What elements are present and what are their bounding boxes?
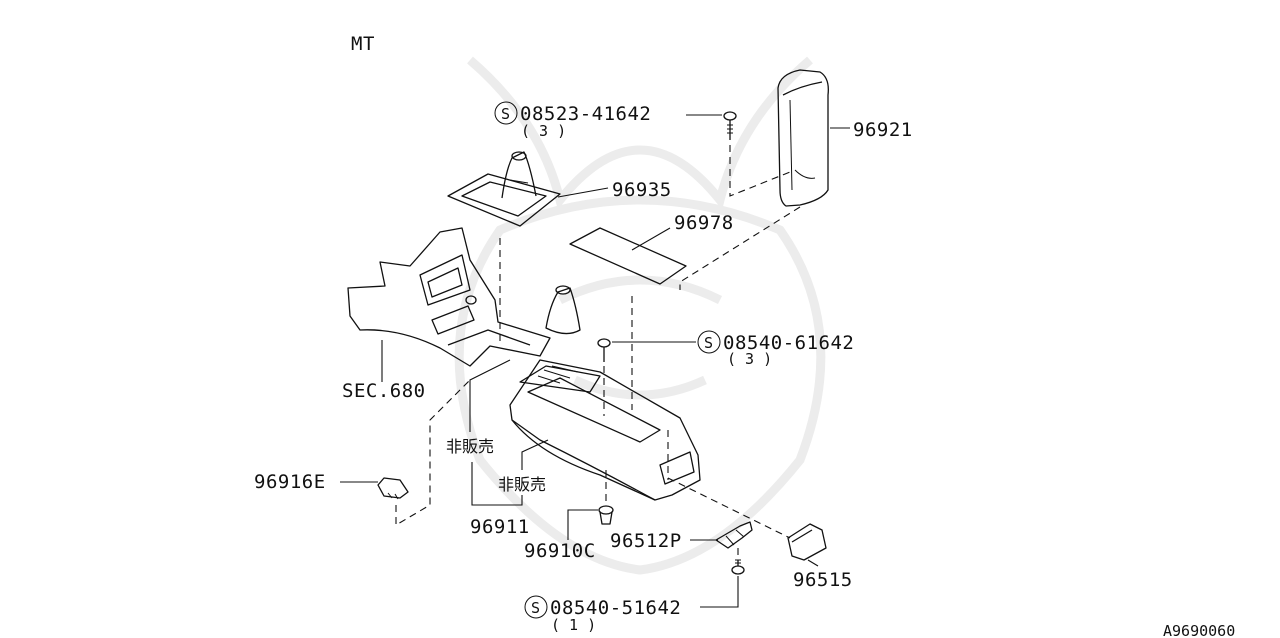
screw-symbol-icon: [494, 101, 518, 125]
clip-icon: [598, 505, 614, 525]
callout-screw-mid: S 08540-61642 ( 3 ): [697, 330, 854, 368]
front-console-icon: [347, 227, 551, 367]
boot-finisher-icon: [447, 151, 561, 227]
bracket-icon: [715, 521, 753, 549]
armrest-lid-icon: [777, 69, 829, 207]
screw-symbol: S: [501, 105, 510, 123]
qty-screw-top: ( 3 ): [521, 122, 566, 140]
section-reference: SEC.680: [342, 380, 426, 402]
watermark-emblem: [454, 56, 826, 575]
plug-icon: [377, 477, 409, 500]
part-number-plug: 96916E: [254, 471, 326, 493]
screw-symbol-mid-icon: [697, 330, 721, 354]
part-number-ashtray: 96515: [793, 569, 853, 591]
ashtray-icon: [787, 523, 827, 561]
screw-top-icon: [723, 111, 737, 140]
callout-screw-bottom: S 08540-51642 ( 1 ): [524, 595, 681, 634]
part-number-screw-bottom: 08540-51642: [550, 597, 681, 619]
screw-bottom-icon: [731, 559, 745, 575]
part-number-screw-top: 08523-41642: [520, 103, 651, 125]
part-number-mat: 96978: [674, 212, 734, 234]
callout-screw-top: S 08523-41642 ( 3 ): [494, 101, 722, 140]
qty-screw-mid: ( 3 ): [727, 350, 772, 368]
screw-mid-icon: [597, 338, 611, 362]
part-number-clip: 96910C: [524, 540, 596, 562]
not-for-sale-label-lower: 非販売: [498, 475, 546, 494]
variant-label: MT: [351, 33, 375, 55]
shift-boot-icon: [545, 285, 581, 335]
part-number-boot-finisher: 96935: [612, 179, 672, 201]
not-for-sale-label-upper: 非販売: [446, 437, 494, 456]
screw-symbol-bottom-icon: [524, 595, 548, 619]
console-mat-icon: [569, 227, 687, 285]
part-number-bracket: 96512P: [610, 530, 682, 552]
screw-symbol-bottom: S: [531, 599, 540, 617]
screw-symbol-mid: S: [704, 334, 713, 352]
part-number-armrest: 96921: [853, 119, 913, 141]
part-number-screw-mid: 08540-61642: [723, 332, 854, 354]
part-number-console-box: 96911: [470, 516, 530, 538]
qty-screw-bottom: ( 1 ): [551, 616, 596, 634]
console-box-icon: [509, 359, 701, 501]
diagram-code: A9690060: [1163, 622, 1235, 638]
